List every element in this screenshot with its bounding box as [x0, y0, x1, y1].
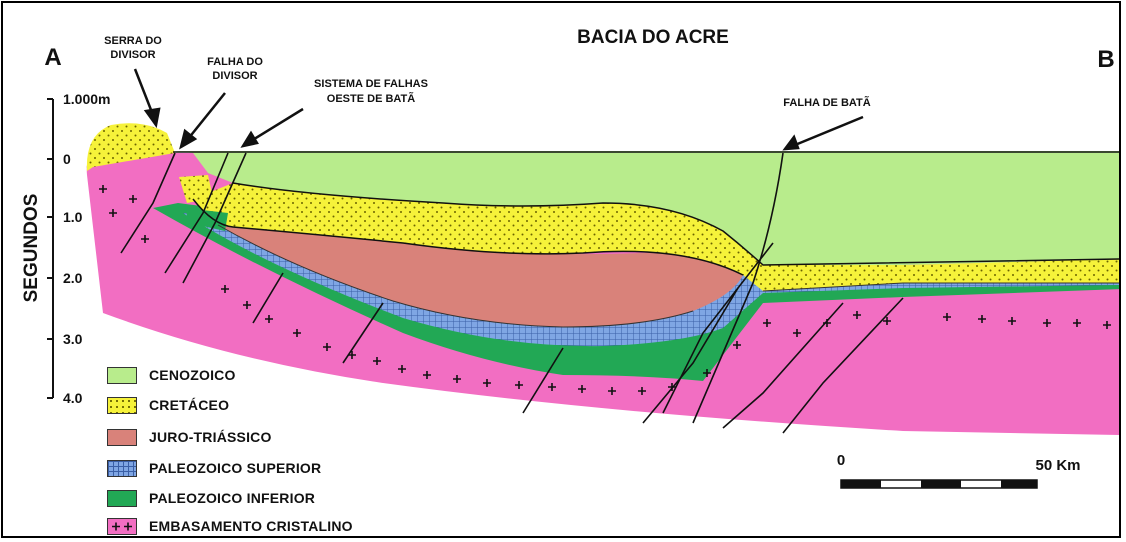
legend-label: PALEOZOICO SUPERIOR — [149, 460, 322, 476]
legend-item-juro-triassico: JURO-TRIÁSSICO — [107, 426, 272, 448]
scale-bar — [840, 479, 1038, 489]
cretaceo-layer — [193, 183, 1119, 291]
legend-swatch — [107, 459, 137, 477]
fault-block — [179, 175, 213, 203]
legend-swatch — [107, 366, 137, 384]
scale-end: 50 Km — [1035, 457, 1080, 474]
axis-tick: 1.0 — [63, 209, 83, 225]
scale-start: 0 — [837, 452, 845, 469]
serra-do-divisor-cap — [86, 123, 175, 171]
vertical-axis — [47, 98, 54, 399]
axis-tick: 3.0 — [63, 331, 83, 347]
legend-item-paleozoico-inferior: PALEOZOICO INFERIOR — [107, 487, 315, 509]
legend-item-paleozoico-superior: PALEOZOICO SUPERIOR — [107, 457, 321, 479]
cenozoico-layer — [175, 151, 1119, 265]
endpoint-b: B — [1097, 46, 1114, 73]
legend-label: CRETÁCEO — [149, 397, 230, 413]
legend-swatch — [107, 396, 137, 414]
axis-tick: 1.000m — [63, 91, 110, 107]
cross-section-svg: 1.000m 0 1.0 2.0 3.0 4.0 SEGUNDOS BACIA … — [21, 27, 1119, 489]
endpoint-a: A — [44, 44, 61, 71]
juro-triassico-layer — [218, 225, 743, 327]
legend-label: JURO-TRIÁSSICO — [149, 429, 272, 445]
legend-label: PALEOZOICO INFERIOR — [149, 490, 316, 506]
annotation-falha-divisor-1: FALHA DO — [207, 56, 263, 68]
annotation-serra-2: DIVISOR — [110, 49, 155, 61]
annotation-arrows — [133, 68, 864, 151]
legend-swatch — [107, 428, 137, 446]
plus-icon — [112, 522, 132, 530]
basement-plus-marks — [99, 185, 1111, 395]
fault-lines — [120, 152, 904, 434]
annotation-falha-bata: FALHA DE BATÃ — [783, 96, 870, 109]
legend-swatch — [107, 489, 137, 507]
legend-item-cretaceo: CRETÁCEO — [107, 394, 229, 416]
legend-label: EMBASAMENTO CRISTALINO — [149, 518, 353, 534]
legend-label: CENOZOICO — [149, 367, 236, 383]
diagram-title: BACIA DO ACRE — [577, 27, 729, 48]
legend-item-embasamento: EMBASAMENTO CRISTALINO — [107, 515, 353, 536]
annotation-serra-1: SERRA DO — [104, 35, 162, 47]
axis-tick: 2.0 — [63, 270, 83, 286]
axis-tick: 0 — [63, 151, 71, 167]
fault-block — [185, 208, 228, 231]
legend-item-cenozoico: CENOZOICO — [107, 364, 236, 386]
legend-swatch — [107, 517, 137, 535]
axis-label: SEGUNDOS — [21, 194, 42, 303]
axis-tick: 4.0 — [63, 390, 83, 406]
annotation-sistema-2: OESTE DE BATÃ — [327, 92, 415, 105]
annotation-falha-divisor-2: DIVISOR — [212, 70, 257, 82]
annotation-sistema-1: SISTEMA DE FALHAS — [314, 78, 428, 90]
